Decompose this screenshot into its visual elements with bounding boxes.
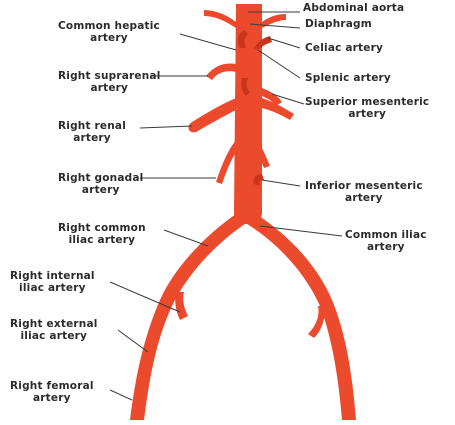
label-right-internal-iliac-line2: iliac artery bbox=[10, 282, 95, 294]
label-common-hepatic: Common hepatic artery bbox=[58, 20, 160, 44]
label-common-hepatic-line2: artery bbox=[58, 32, 160, 44]
label-right-external-iliac: Right external iliac artery bbox=[10, 318, 98, 342]
label-right-suprarenal-line1: Right suprarenal bbox=[58, 70, 161, 82]
label-right-common-iliac: Right common iliac artery bbox=[58, 222, 146, 246]
label-common-iliac-line1: Common iliac bbox=[345, 229, 427, 241]
label-right-femoral-line1: Right femoral bbox=[10, 380, 94, 392]
label-right-external-iliac-line2: iliac artery bbox=[10, 330, 98, 342]
label-right-external-iliac-line1: Right external bbox=[10, 318, 98, 330]
label-right-renal-line2: artery bbox=[58, 132, 126, 144]
label-abdominal-aorta: Abdominal aorta bbox=[303, 2, 404, 14]
label-inferior-mesenteric-line2: artery bbox=[305, 192, 423, 204]
label-right-common-iliac-line2: iliac artery bbox=[58, 234, 146, 246]
label-right-femoral: Right femoral artery bbox=[10, 380, 94, 404]
label-right-gonadal: Right gonadal artery bbox=[58, 172, 143, 196]
label-right-suprarenal-line2: artery bbox=[58, 82, 161, 94]
label-common-hepatic-line1: Common hepatic bbox=[58, 20, 160, 32]
label-inferior-mesenteric-line1: Inferior mesenteric bbox=[305, 180, 423, 192]
label-common-iliac-line2: artery bbox=[345, 241, 427, 253]
label-right-gonadal-line1: Right gonadal bbox=[58, 172, 143, 184]
label-right-renal-line1: Right renal bbox=[58, 120, 126, 132]
label-celiac-artery: Celiac artery bbox=[305, 42, 383, 54]
label-right-renal: Right renal artery bbox=[58, 120, 126, 144]
label-superior-mesenteric: Superior mesenteric artery bbox=[305, 96, 429, 120]
label-right-internal-iliac-line1: Right internal bbox=[10, 270, 95, 282]
label-diaphragm: Diaphragm bbox=[305, 18, 372, 30]
label-superior-mesenteric-line1: Superior mesenteric bbox=[305, 96, 429, 108]
left-internal-iliac-vessel bbox=[308, 306, 325, 338]
label-right-common-iliac-line1: Right common bbox=[58, 222, 146, 234]
label-right-femoral-line2: artery bbox=[10, 392, 94, 404]
top-branch bbox=[204, 10, 236, 28]
label-right-internal-iliac: Right internal iliac artery bbox=[10, 270, 95, 294]
label-right-suprarenal: Right suprarenal artery bbox=[58, 70, 161, 94]
abdominal-aorta-trunk bbox=[234, 4, 262, 224]
label-right-gonadal-line2: artery bbox=[58, 184, 143, 196]
label-common-iliac: Common iliac artery bbox=[345, 229, 427, 253]
label-inferior-mesenteric: Inferior mesenteric artery bbox=[305, 180, 423, 204]
right-common-iliac-vessel bbox=[130, 214, 248, 420]
right-renal-vessel bbox=[189, 98, 236, 132]
label-superior-mesenteric-line2: artery bbox=[305, 108, 429, 120]
left-common-iliac-vessel bbox=[244, 214, 356, 420]
right-suprarenal-vessel bbox=[206, 64, 236, 81]
label-splenic-artery: Splenic artery bbox=[305, 72, 391, 84]
right-internal-iliac-vessel bbox=[175, 292, 188, 320]
